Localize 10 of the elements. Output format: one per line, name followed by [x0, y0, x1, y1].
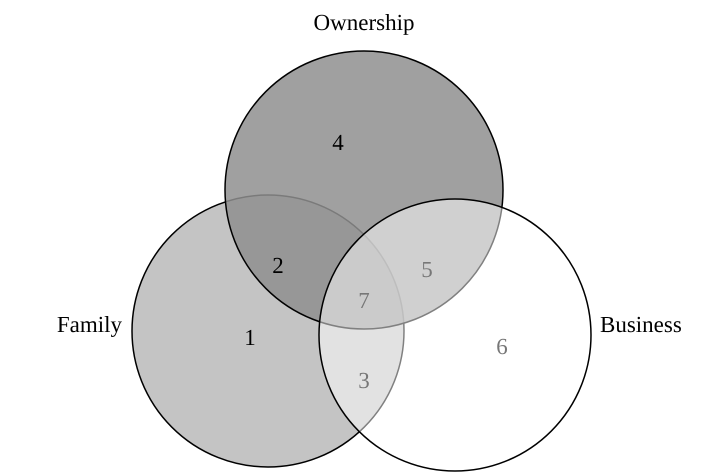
- region-number: 3: [358, 368, 370, 392]
- circle-label: Business: [600, 312, 682, 338]
- region-number: 5: [421, 258, 433, 280]
- region-number: 2: [272, 254, 284, 276]
- region-number: 1: [244, 326, 256, 348]
- circle-label: Family: [56, 312, 122, 338]
- circle-label: Ownership: [314, 10, 414, 36]
- region-number: 7: [358, 288, 370, 312]
- region-number: 4: [332, 130, 344, 154]
- region-number: 6: [496, 334, 508, 358]
